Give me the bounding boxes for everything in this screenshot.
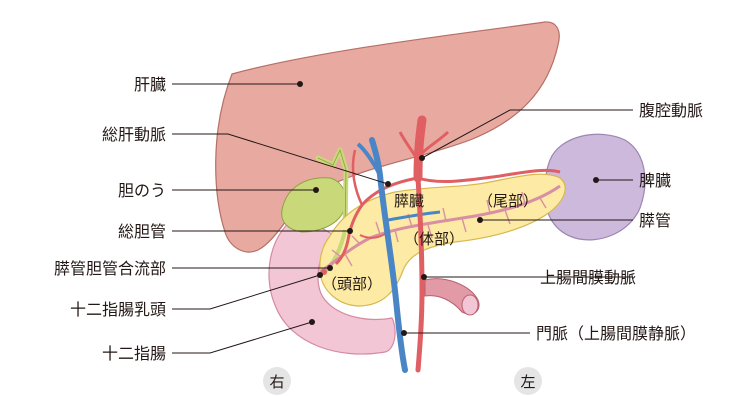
pancreatic-duct-label: 膵管: [639, 211, 671, 230]
duodenal-papilla-label: 十二指腸乳頭: [70, 300, 166, 319]
liver-label: 肝臓: [134, 75, 166, 94]
common-bile-duct-label: 総胆管: [118, 222, 166, 241]
portal-vein-label: 門脈（上腸間膜静脈）: [536, 324, 696, 343]
pancreas-tail-label: （尾部）: [478, 192, 538, 210]
pancreas-body-label: （体部）: [404, 230, 464, 248]
direction-right-label: 右: [269, 373, 284, 391]
celiac-artery-label: 腹腔動脈: [639, 101, 703, 120]
direction-left-badge: 左: [514, 367, 542, 395]
spleen-label: 脾臓: [639, 171, 671, 190]
gallbladder-label: 胆のう: [118, 181, 166, 200]
pancreaticobiliary-junction-label: 膵管胆管合流部: [54, 259, 166, 278]
direction-right-badge: 右: [263, 367, 291, 395]
direction-left-label: 左: [520, 373, 535, 391]
superior-mesenteric-artery-label: 上腸間膜動脈: [540, 268, 636, 287]
common-hepatic-artery-label: 総肝動脈: [102, 125, 166, 144]
pancreas-label: 膵臓: [394, 192, 424, 210]
duodenum-label: 十二指腸: [102, 344, 166, 363]
pancreas-head-label: （頭部）: [322, 275, 382, 293]
celiac-artery-trunk: [418, 120, 422, 178]
